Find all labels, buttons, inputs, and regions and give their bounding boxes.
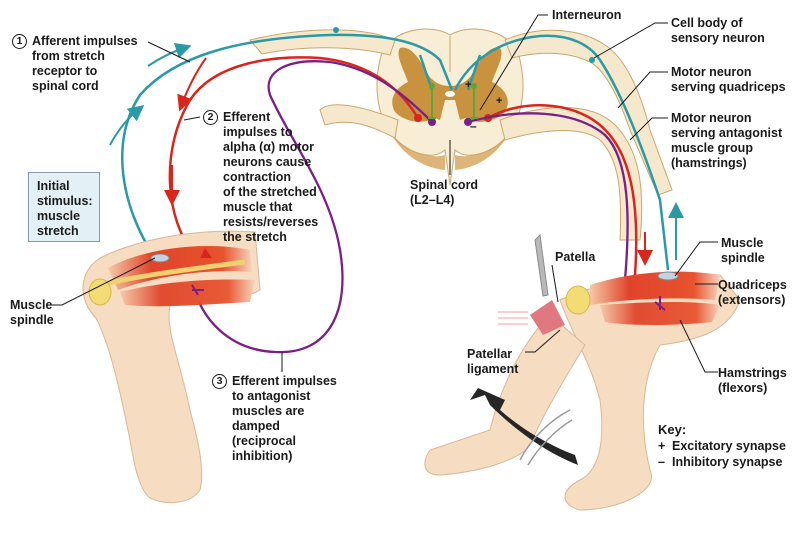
right-hamstrings	[600, 301, 720, 325]
initial-stimulus-box: Initial stimulus: muscle stretch	[28, 172, 100, 242]
label-patella: Patella	[555, 250, 596, 264]
label-quadriceps: Quadriceps (extensors)	[718, 278, 787, 307]
step-3-label: 3 Efferent impulses to antagonist muscle…	[212, 374, 337, 464]
left-spindle-icon	[150, 253, 170, 263]
step-3-number: 3	[212, 374, 227, 389]
label-muscle-spindle-right: Muscle spindle	[721, 236, 765, 265]
step-2-number: 2	[203, 110, 218, 125]
label-patellar-ligament: Patellar ligament	[467, 347, 519, 376]
motor-neuron	[168, 56, 638, 291]
label-spinal-cord-levels: (L2–L4)	[410, 193, 455, 207]
key-label-excitatory: Excitatory synapse	[672, 439, 786, 453]
excitatory-mark-1: +	[465, 79, 471, 91]
key-symbol-inhibitory: –	[658, 455, 665, 469]
reflex-hammer-icon	[534, 233, 549, 297]
antagonist-neuron	[190, 60, 641, 354]
right-spindle-icon	[657, 271, 679, 281]
key-item-excitatory: + Excitatory synapse	[658, 438, 786, 454]
label-spinal-cord: Spinal cord	[410, 178, 479, 192]
gray-matter	[392, 47, 508, 122]
key-item-inhibitory: –Inhibitory synapse	[658, 454, 786, 470]
right-leg	[424, 233, 741, 511]
step-1-text: Afferent impulses from stretch receptor …	[32, 34, 138, 93]
kick-direction-arrow	[470, 388, 578, 465]
step-3-text: Efferent impulses to antagonist muscles …	[232, 374, 337, 463]
label-hamstrings: Hamstrings (flexors)	[718, 366, 787, 395]
cell-body-dot	[589, 57, 595, 63]
left-hamstrings	[120, 279, 255, 307]
initial-stimulus-text: Initial stimulus: muscle stretch	[37, 179, 93, 238]
sensory-neuron	[121, 33, 670, 271]
label-cell-body: Cell body of sensory neuron	[671, 16, 765, 45]
key-symbol-excitatory: +	[658, 439, 666, 453]
legend-key: Key: + Excitatory synapse –Inhibitory syn…	[658, 422, 786, 470]
step-1-number: 1	[12, 34, 27, 49]
interneurons	[428, 88, 478, 119]
leader-lines	[52, 14, 718, 373]
step-2-text: Efferent impulses to alpha (α) motor neu…	[223, 110, 319, 244]
key-label-inhibitory: Inhibitory synapse	[672, 455, 783, 469]
inhibitory-mark: –	[470, 119, 477, 133]
key-title: Key:	[658, 422, 687, 437]
left-quadriceps	[108, 246, 252, 290]
spinal-cord	[376, 28, 524, 186]
label-muscle-spindle-left: Muscle spindle	[10, 298, 54, 327]
label-motor-quadriceps: Motor neuron serving quadriceps	[671, 65, 786, 94]
step-1-label: 1 Afferent impulses from stretch recepto…	[12, 34, 138, 94]
excitatory-mark-2: +	[496, 95, 502, 107]
step-2-label: 2 Efferent impulses to alpha (α) motor n…	[203, 110, 318, 245]
label-motor-antagonist: Motor neuron serving antagonist muscle g…	[671, 111, 783, 170]
label-interneuron: Interneuron	[552, 8, 622, 22]
left-leg	[82, 230, 261, 503]
right-quadriceps	[590, 271, 720, 305]
